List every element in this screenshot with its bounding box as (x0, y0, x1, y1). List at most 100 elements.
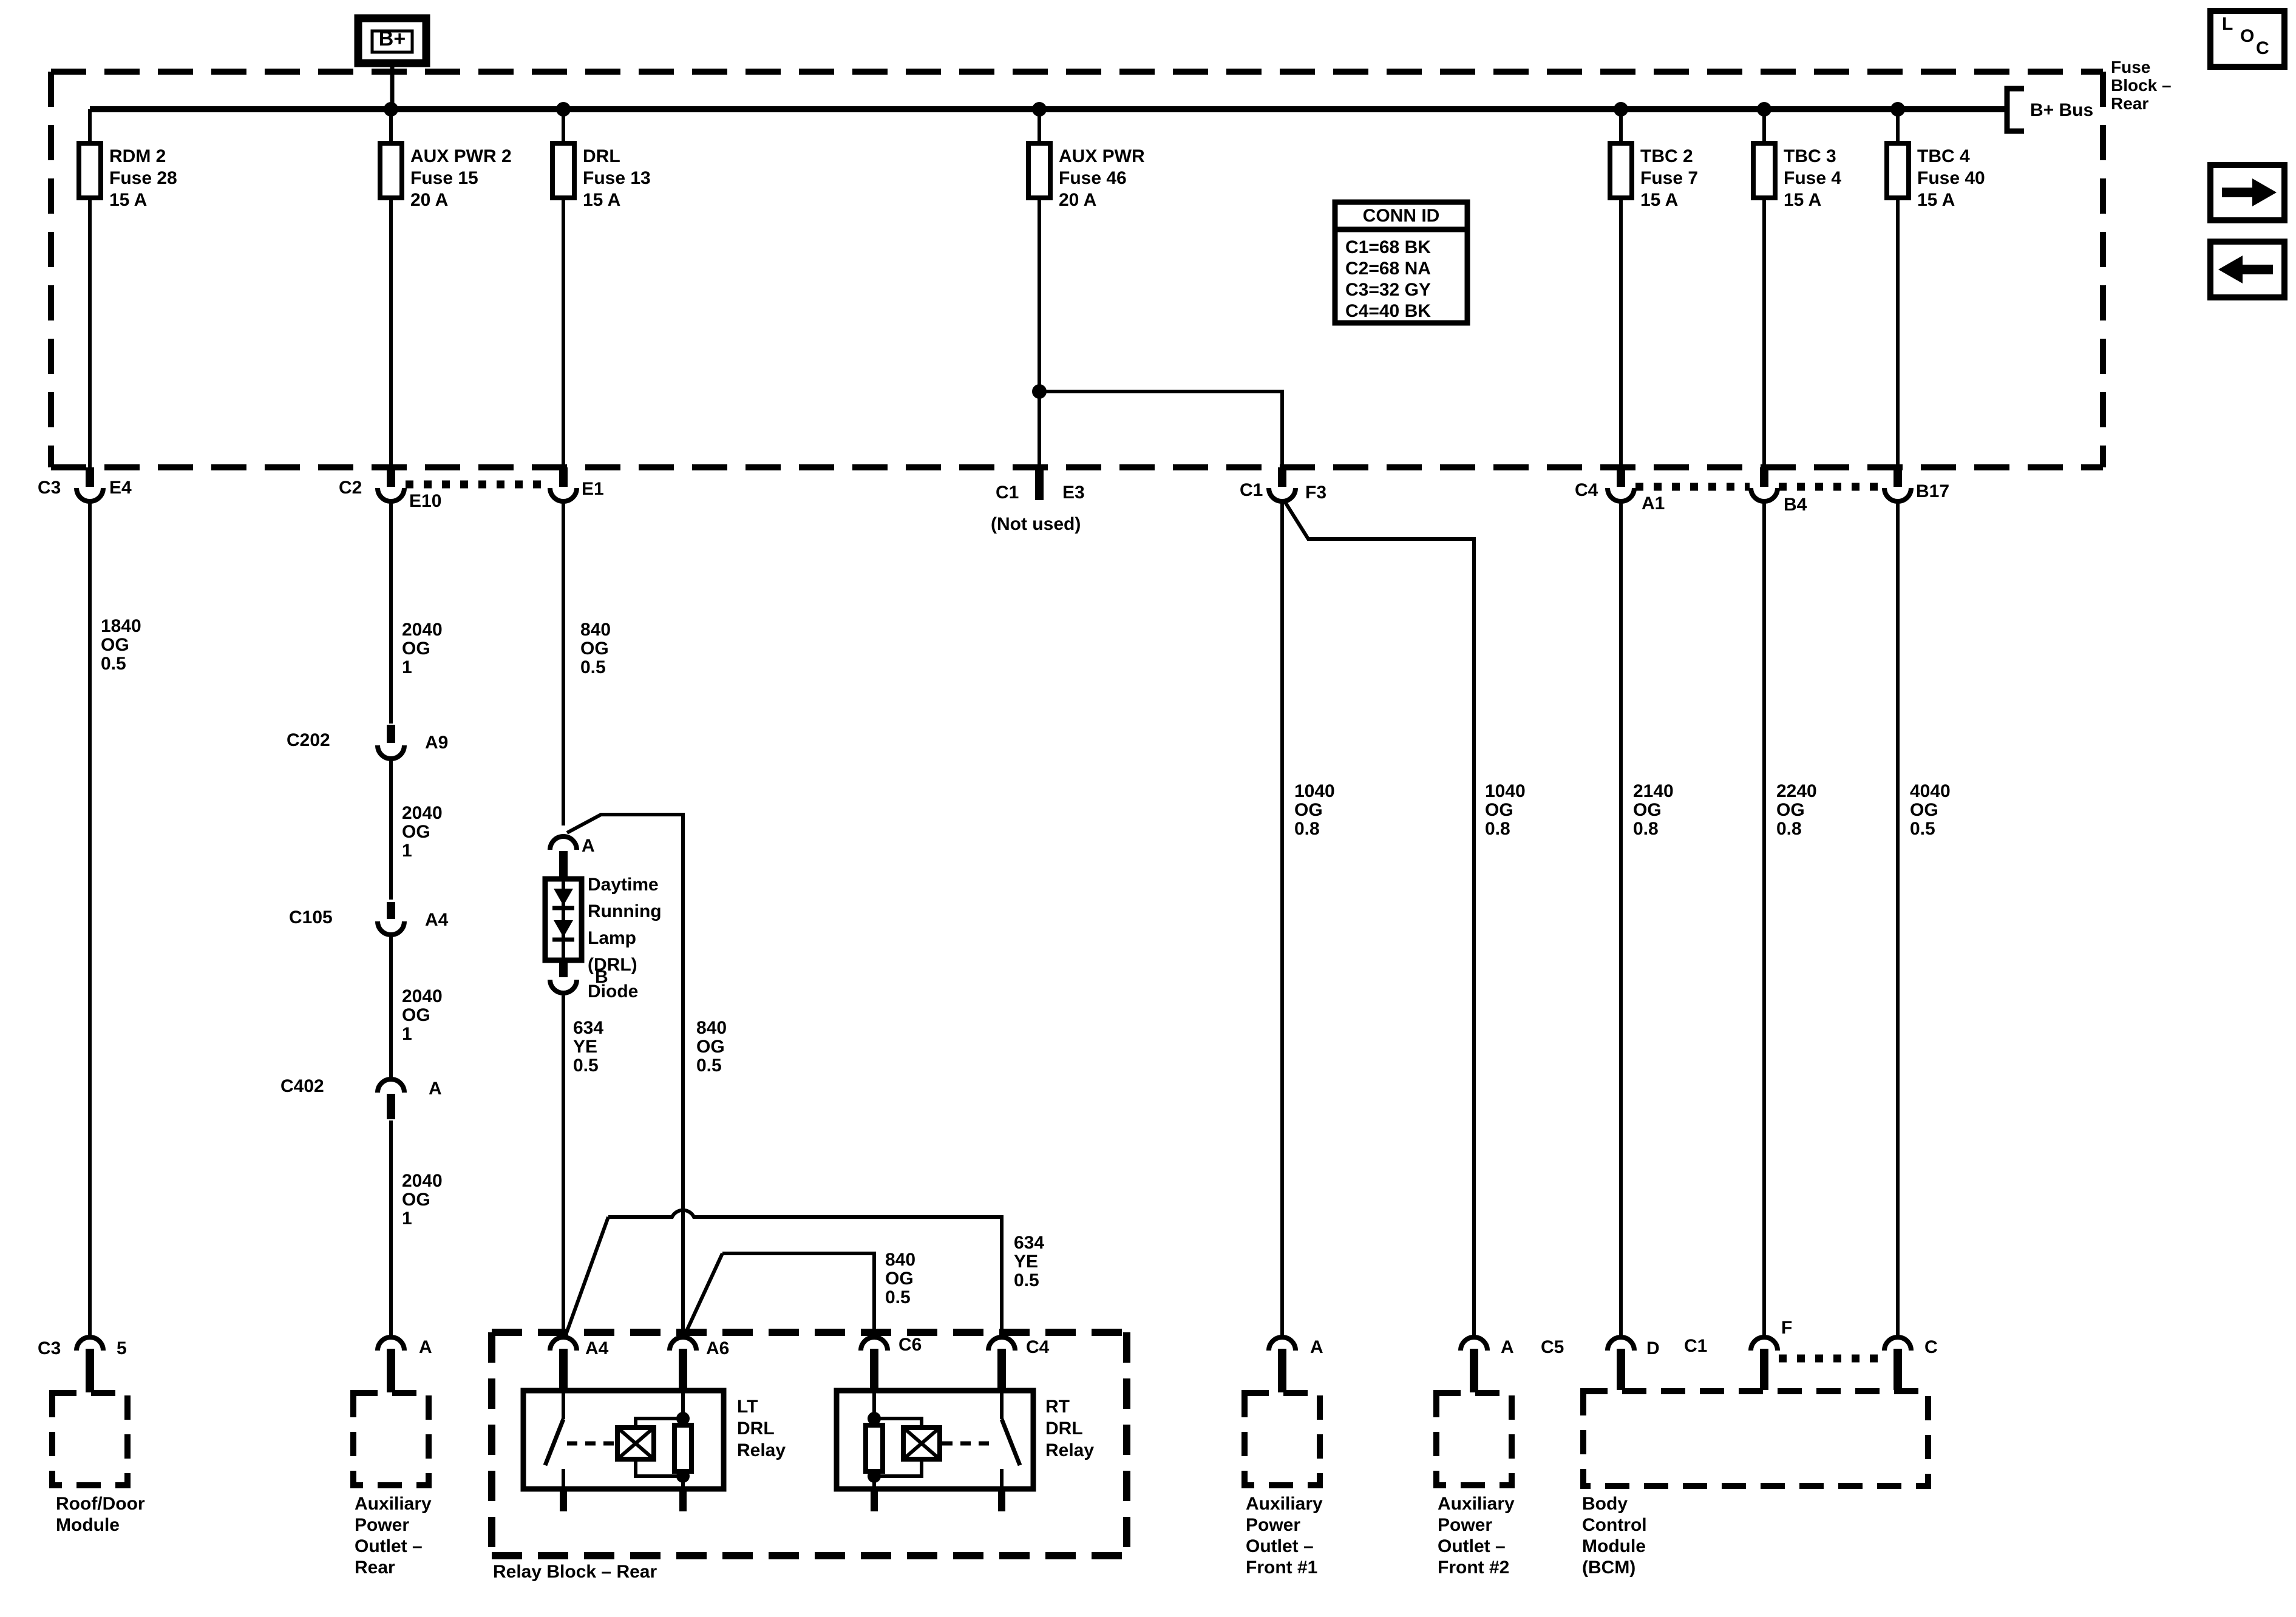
nav-forward-button[interactable] (2207, 162, 2288, 223)
wire-634-ye-05-a: 634 YE 0.5 (573, 1018, 604, 1076)
diode-terminal-a: A (582, 836, 595, 856)
loc-box (2207, 8, 2288, 70)
wire-2140-og-08: 2140 OG 0.8 (1633, 781, 1674, 839)
f3-branch-wire (1039, 390, 1284, 467)
fuse-rdm2-label: RDM 2 Fuse 28 15 A (109, 146, 177, 210)
roof-door-module-box (49, 1390, 131, 1488)
a4-to-c4-jumper (608, 1208, 1004, 1336)
fuse-tbc2-label: TBC 2 Fuse 7 15 A (1640, 146, 1699, 210)
fuse-tbc4-symbol (1884, 141, 1911, 200)
arrow-right-icon (2222, 178, 2277, 206)
arrow-left-icon (2218, 256, 2273, 283)
wire-1840-og-05: 1840 OG 0.5 (101, 616, 141, 674)
fuse-auxpwr46-label: AUX PWR Fuse 46 20 A (1059, 146, 1145, 210)
connector-symbols (74, 487, 1914, 1351)
module-outlines (49, 1388, 1931, 1489)
wire-2240-og-08: 2240 OG 0.8 (1776, 781, 1817, 839)
conn-id-table (1332, 199, 1470, 326)
diode-terminal-b: B (595, 967, 608, 987)
roof-door-module-name: Roof/Door Module (56, 1494, 145, 1535)
relay-pin-c6: C6 (898, 1335, 922, 1355)
relay-pin-a4: A4 (585, 1338, 609, 1358)
pin-a9-label: A9 (425, 733, 449, 753)
aux-front2-module-box (1433, 1390, 1515, 1488)
wire-840-og-05-b: 840 OG 0.5 (696, 1018, 727, 1076)
bplus-terminal-box (354, 14, 430, 67)
diode-terminal-b-symbol (548, 979, 579, 995)
lt-drl-relay-label: LT DRL Relay (737, 1397, 786, 1460)
bplus-bus-label: B+ Bus (2030, 100, 2094, 120)
wire-1040-og-08-b: 1040 OG 0.8 (1485, 781, 1526, 839)
rt-drl-relay-label: RT DRL Relay (1045, 1397, 1095, 1460)
loc-letter-l: L (2222, 14, 2233, 34)
fuse-auxpwr2-label: AUX PWR 2 Fuse 15 20 A (410, 146, 512, 210)
conn-c3-label: C3 (38, 478, 61, 498)
conn-id-title: CONN ID (1362, 206, 1440, 226)
wire-840-og-05-c: 840 OG 0.5 (885, 1250, 916, 1307)
aux-front2-name: Auxiliary Power Outlet – Front #2 (1438, 1494, 1515, 1578)
loc-letter-c: C (2256, 38, 2269, 58)
bcm-pin-c: C (1924, 1337, 1938, 1357)
loc-letter-o: O (2240, 26, 2255, 46)
wire-2040-og-1-c: 2040 OG 1 (402, 986, 443, 1044)
drl-diode-symbol (542, 876, 585, 963)
fuse-block-outline (48, 69, 2106, 470)
fuse-tbc4-label: TBC 4 Fuse 40 15 A (1917, 146, 1985, 210)
connector-c105-symbol (375, 921, 407, 937)
pin-f3-label: F3 (1305, 483, 1327, 503)
pin-a-inline-label: A (429, 1079, 442, 1099)
rt-drl-relay (834, 1388, 1036, 1492)
aux-front1-pin-a: A (1310, 1337, 1323, 1357)
terminal-stubs (86, 467, 1902, 1511)
relay-block-name: Relay Block – Rear (493, 1562, 657, 1582)
conn-c202-label: C202 (287, 730, 330, 750)
a6-to-c6-jumper (722, 1252, 876, 1336)
bcm-pin-d: D (1646, 1338, 1660, 1358)
rt-relay-switch (999, 1418, 1022, 1466)
conn-c105-label: C105 (289, 907, 333, 927)
lt-relay-switch (543, 1418, 566, 1466)
fuse-symbols (76, 141, 1911, 200)
diode-name: Daytime Running Lamp (DRL) Diode (588, 875, 662, 1002)
relay-pin-c4: C4 (1026, 1337, 1050, 1357)
fuse-auxpwr46-symbol (1026, 141, 1053, 200)
connector-c402-symbol (375, 1077, 407, 1093)
fuse-auxpwr2-symbol (378, 141, 404, 200)
fuse-block-name: Fuse Block – Rear (2111, 58, 2172, 113)
pin-a1-label: A1 (1642, 493, 1665, 514)
bplus-bus-line (90, 63, 2024, 134)
module-conn-c3: C3 (38, 1338, 61, 1358)
nav-back-button[interactable] (2207, 239, 2288, 300)
bcm-module-box (1580, 1388, 1931, 1489)
bcm-name: Body Control Module (BCM) (1582, 1494, 1647, 1578)
conn-c2-label: C2 (339, 478, 362, 498)
bcm-conn-c5: C5 (1541, 1337, 1564, 1357)
bcm-pin-f: F (1781, 1318, 1793, 1338)
conn-c1-f3-label: C1 (1240, 480, 1263, 500)
conn-c1-e3-label: C1 (996, 483, 1019, 503)
fuse-rdm2-symbol (76, 141, 103, 200)
wire-840-og-05-a: 840 OG 0.5 (580, 620, 611, 677)
aux-front2-branch-wire (1283, 500, 1476, 1336)
aux-front1-module-box (1241, 1390, 1323, 1488)
connector-c202-symbol (375, 745, 407, 761)
relay-pin-a6: A6 (706, 1338, 730, 1358)
not-used-note: (Not used) (991, 514, 1081, 534)
aux-front1-name: Auxiliary Power Outlet – Front #1 (1246, 1494, 1323, 1578)
wire-634-ye-05-b: 634 YE 0.5 (1014, 1233, 1045, 1290)
fuse-drl-symbol (550, 141, 577, 200)
wire-2040-og-1-d: 2040 OG 1 (402, 1171, 443, 1229)
fuse-tbc2-symbol (1608, 141, 1634, 200)
fuse-tbc3-symbol (1751, 141, 1778, 200)
diode-terminal-a-symbol (548, 834, 579, 850)
module-pin-5: 5 (117, 1338, 127, 1358)
pin-a4-inline-label: A4 (425, 910, 449, 930)
conn-c4-label: C4 (1575, 480, 1598, 500)
pin-b17-label: B17 (1916, 481, 1950, 501)
conn-c402-label: C402 (280, 1076, 324, 1096)
wire-4040-og-05: 4040 OG 0.5 (1910, 781, 1951, 839)
bplus-terminal-label: B+ (378, 27, 406, 50)
pin-b4-label: B4 (1784, 495, 1807, 515)
lt-drl-relay (520, 1388, 727, 1492)
